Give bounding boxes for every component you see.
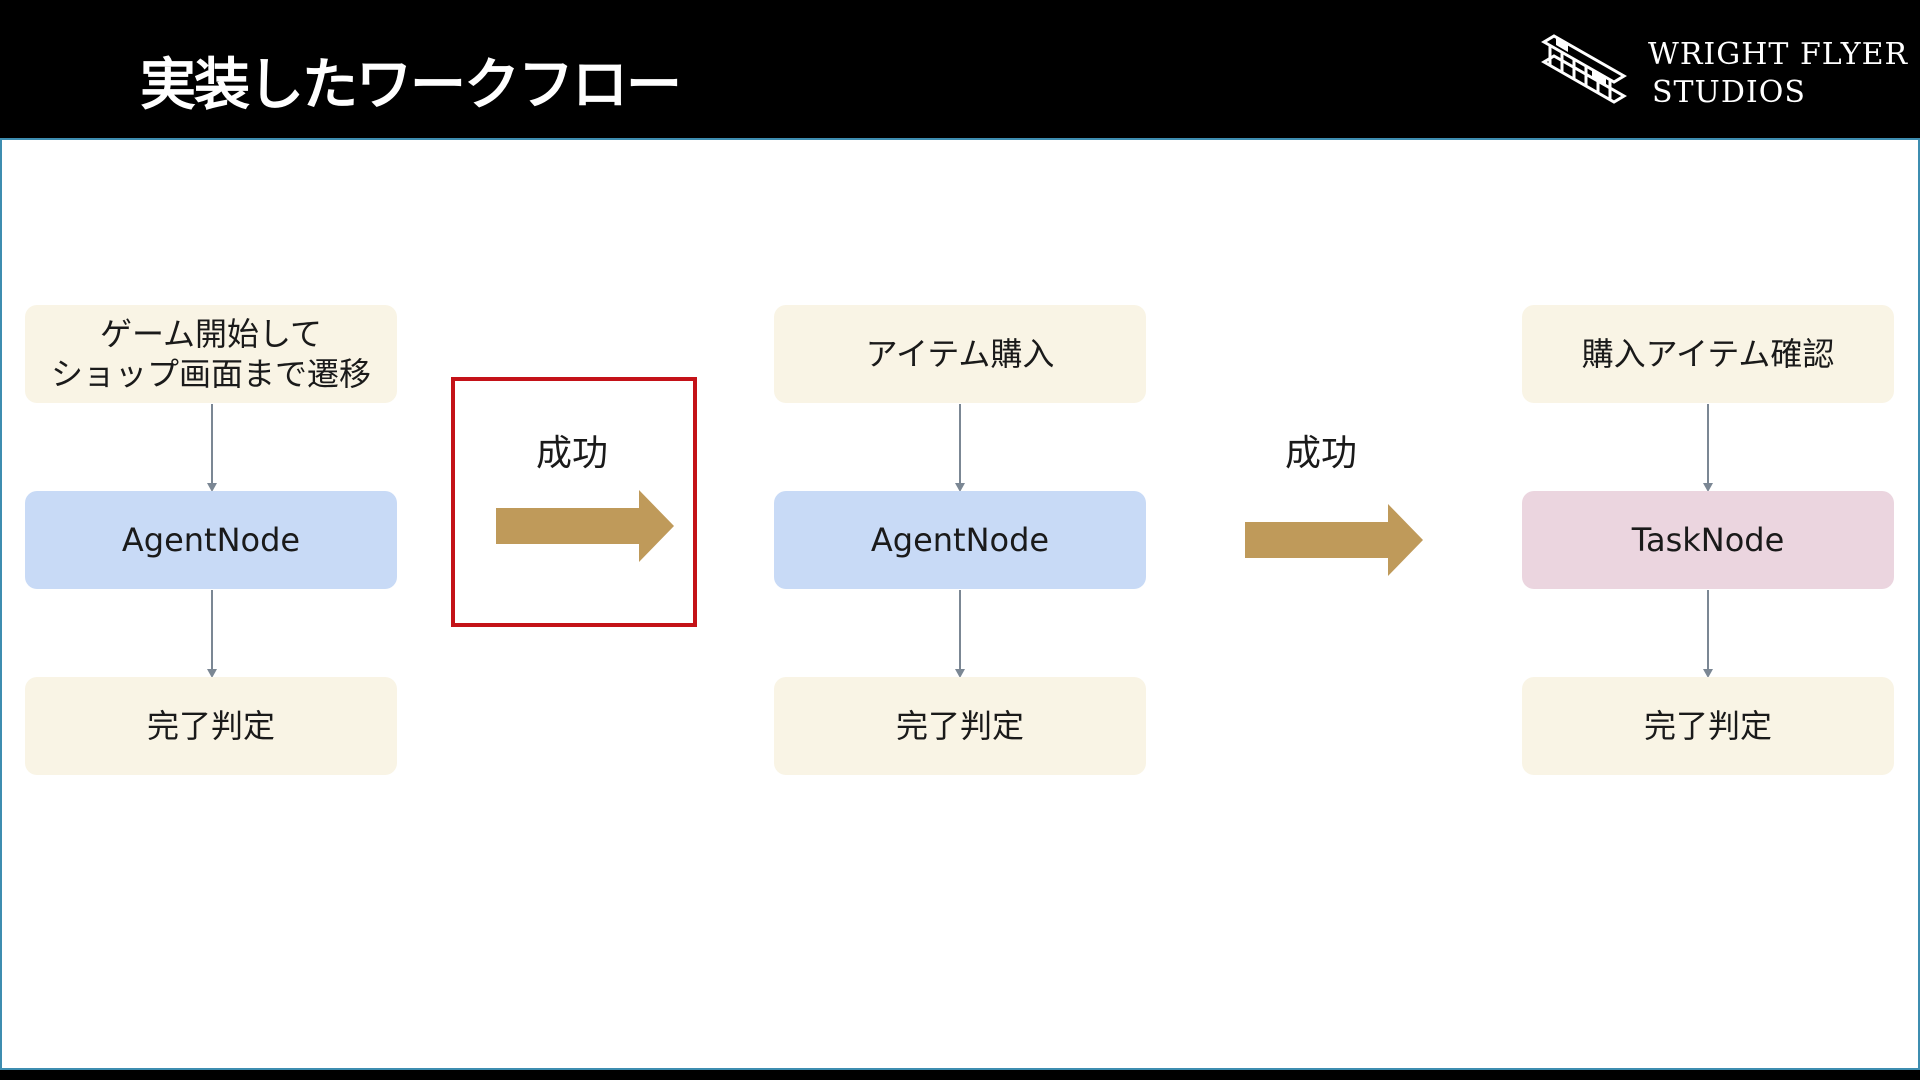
step-box-3: 購入アイテム確認 xyxy=(1522,305,1894,403)
agent-node-box-2: AgentNode xyxy=(774,491,1146,589)
connector-1a xyxy=(207,404,217,492)
logo-text: WRIGHT FLYER STUDIOS xyxy=(1648,36,1908,112)
step-box-1: ゲーム開始して ショップ画面まで遷移 xyxy=(25,305,397,403)
header-bar: 実装したワークフロー WRIGHT FLYER STUDIOS xyxy=(0,0,1920,138)
connector-3b xyxy=(1703,590,1713,678)
logo-line-1: WRIGHT FLYER xyxy=(1648,37,1909,72)
airplane-logo-icon xyxy=(1541,34,1627,104)
check-box-2: 完了判定 xyxy=(774,677,1146,775)
connector-3a xyxy=(1703,404,1713,492)
agent-node-box-1: AgentNode xyxy=(25,491,397,589)
company-logo: WRIGHT FLYER STUDIOS xyxy=(1536,28,1907,110)
task-node-box: TaskNode xyxy=(1522,491,1894,589)
right-arrow-icon-2 xyxy=(1245,504,1423,576)
page-title: 実装したワークフロー xyxy=(140,53,682,118)
highlight-frame xyxy=(451,377,697,627)
check-box-1: 完了判定 xyxy=(25,677,397,775)
connector-2b xyxy=(955,590,965,678)
step-box-2: アイテム購入 xyxy=(774,305,1146,403)
check-box-3: 完了判定 xyxy=(1522,677,1894,775)
right-arrow-icon-1 xyxy=(496,490,674,562)
success-label-1: 成功 xyxy=(536,433,609,474)
logo-line-2: STUDIOS xyxy=(1652,75,1806,110)
success-label-2: 成功 xyxy=(1285,433,1358,474)
connector-2a xyxy=(955,404,965,492)
connector-1b xyxy=(207,590,217,678)
